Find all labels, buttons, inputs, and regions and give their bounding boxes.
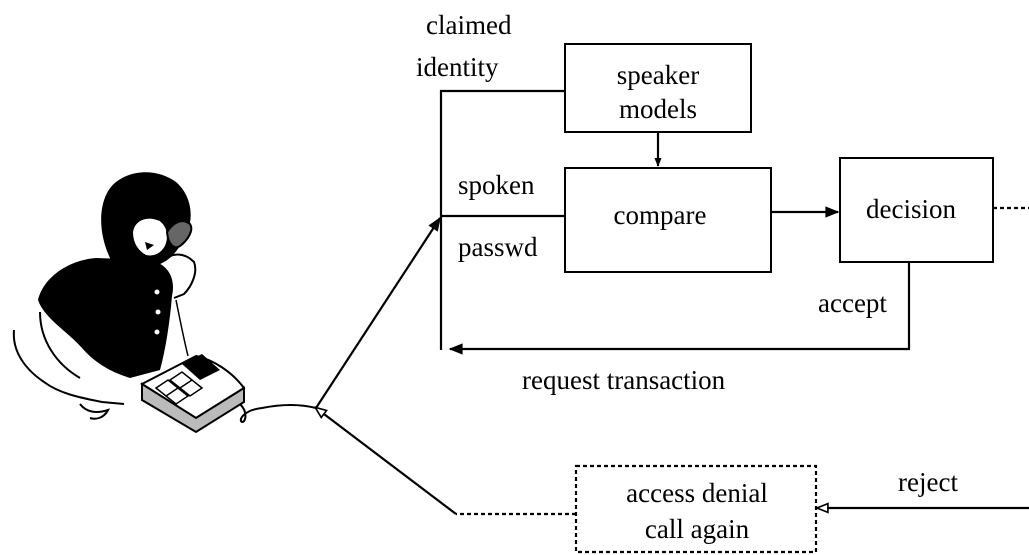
reject-label: reject <box>898 467 958 497</box>
claimed-label: claimed <box>426 10 512 40</box>
speaker-models-box <box>564 43 752 133</box>
accept-line <box>448 262 911 355</box>
compare-box <box>564 167 772 273</box>
person-on-telephone-icon <box>12 172 197 420</box>
denial-to-caller-arrow <box>316 408 457 515</box>
spoken-label: spoken <box>458 170 535 200</box>
identity-label: identity <box>416 52 499 82</box>
passwd-label: passwd <box>458 232 538 262</box>
decision-label: decision <box>866 194 956 224</box>
models-label: models <box>619 94 697 124</box>
decision-box <box>839 157 994 263</box>
compare-label: compare <box>614 200 707 230</box>
call-again-label: call again <box>645 514 750 544</box>
accept-label: accept <box>818 288 887 318</box>
access-denial-label: access denial <box>626 478 768 508</box>
claimed-identity-line <box>439 89 565 350</box>
access-denial-box <box>574 464 818 554</box>
request-transaction-label: request transaction <box>522 365 726 395</box>
caller-to-system-arrow <box>315 216 441 409</box>
speaker-label: speaker <box>617 60 699 90</box>
desk-telephone-icon <box>139 299 317 434</box>
